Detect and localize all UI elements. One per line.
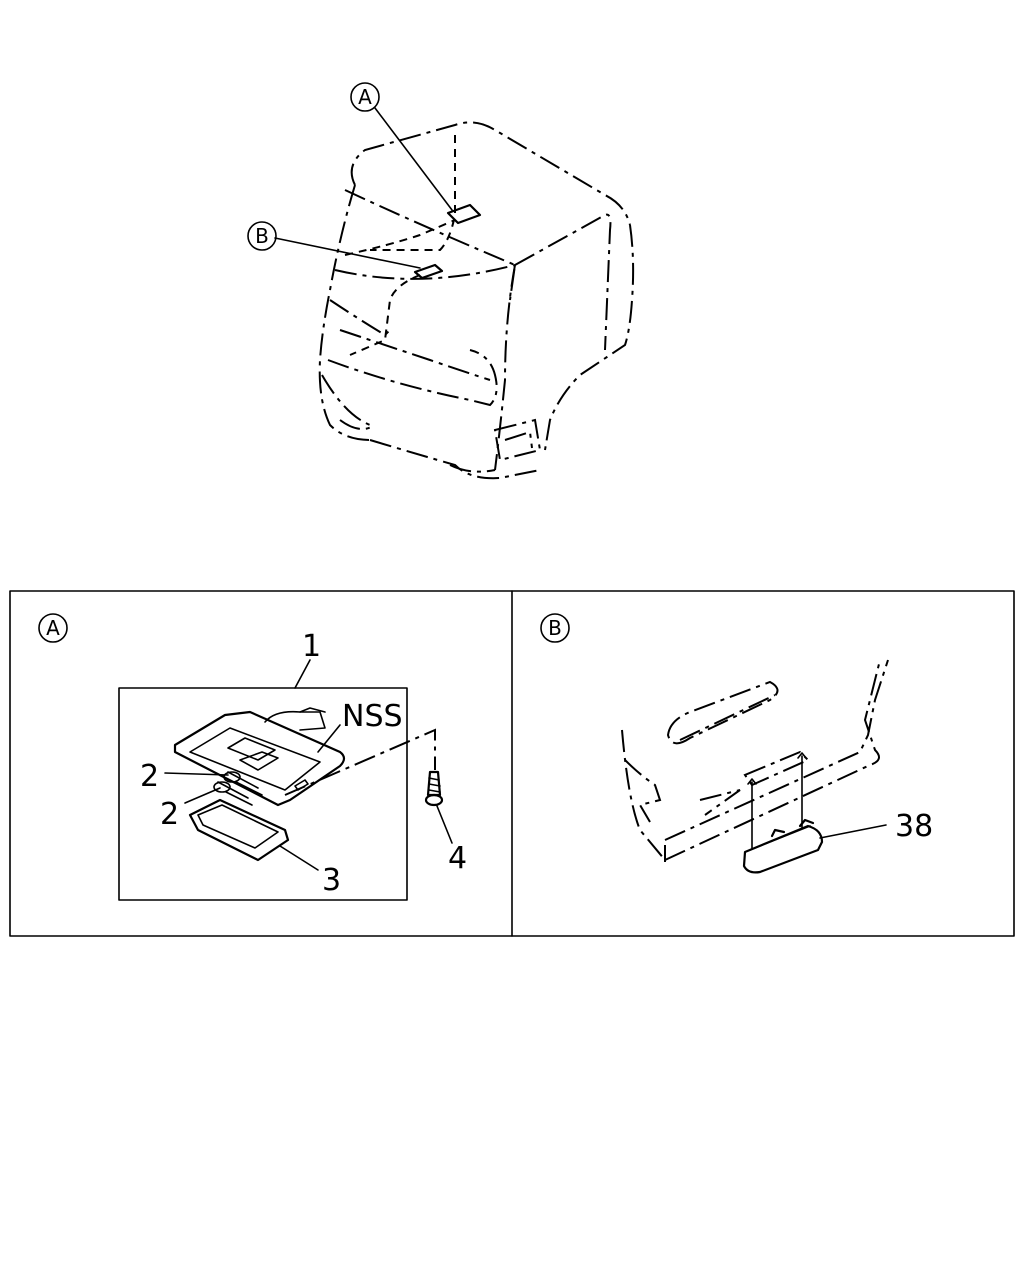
part-3-leader <box>279 845 319 871</box>
panel-a-id-label: A <box>46 616 60 640</box>
callout-b-marker: B <box>247 221 277 251</box>
part-38-leader <box>819 824 887 839</box>
bulb-pair <box>213 771 263 806</box>
part-3-label: 3 <box>322 863 341 898</box>
callout-a-marker: A <box>350 82 380 112</box>
panel-a-dome-lamp: A 1 <box>38 613 467 901</box>
part-1-label: 1 <box>302 629 321 664</box>
callout-a-label: A <box>358 85 372 109</box>
dome-lamp-housing <box>173 707 346 807</box>
truck-cab-overview: A B <box>247 82 635 480</box>
step-lamp-unit <box>742 818 824 874</box>
part-4-leader <box>436 805 453 844</box>
part-2b-leader <box>184 787 221 804</box>
nss-label: NSS <box>342 699 403 734</box>
leader-b <box>274 237 421 269</box>
part-1-assembly-box <box>118 687 408 901</box>
callout-b-label: B <box>255 224 269 248</box>
part-2b-label: 2 <box>160 797 179 832</box>
leader-a <box>374 107 453 211</box>
nss-leader <box>317 724 341 753</box>
door-step-body-panel <box>621 659 889 862</box>
part-2a-leader <box>164 772 229 776</box>
panel-b-id-marker: B <box>540 613 570 643</box>
panel-a-id-marker: A <box>38 613 68 643</box>
part-38-label: 38 <box>895 809 933 844</box>
panel-b-step-lamp: B 38 <box>540 613 933 874</box>
mounting-screw <box>424 770 444 807</box>
screw-centerline <box>284 728 436 796</box>
part-4-label: 4 <box>448 841 467 876</box>
lamp-lens <box>188 798 290 862</box>
part-2a-label: 2 <box>140 759 159 794</box>
panel-b-id-label: B <box>548 616 562 640</box>
part-1-leader <box>294 659 311 689</box>
